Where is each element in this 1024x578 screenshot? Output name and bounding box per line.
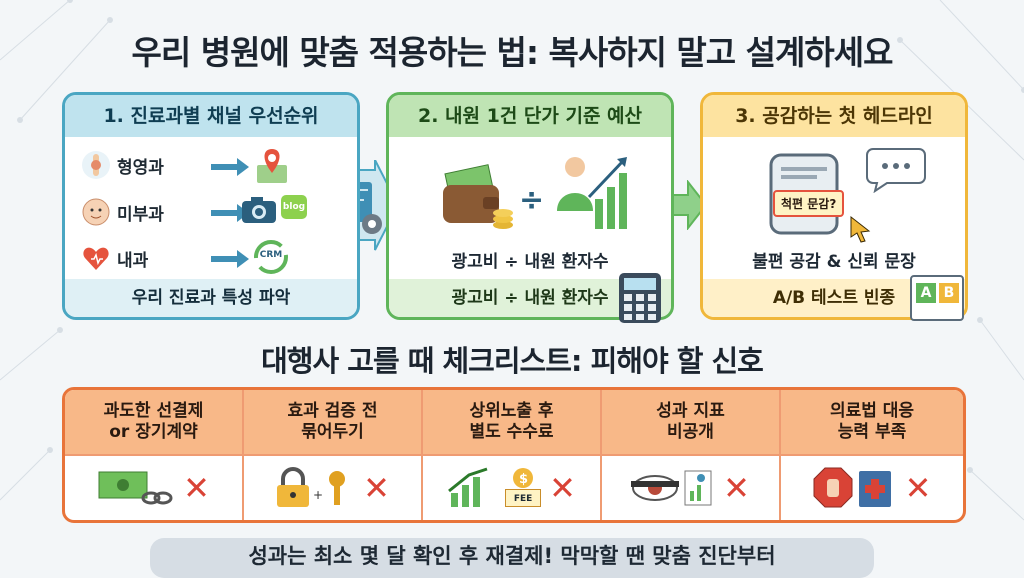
card-header: 2. 내원 1건 단가 기준 예산: [389, 95, 671, 137]
chat-bubble-icon: [866, 148, 926, 193]
item-line2: 능력 부족: [837, 422, 907, 442]
card-footer: 우리 진료과 특성 파악: [65, 279, 357, 317]
fee-chart-icon: $ FEE: [505, 467, 542, 509]
item-line1: 성과 지표: [656, 401, 725, 421]
card-header: 1. 진료과별 채널 우선순위: [65, 95, 357, 137]
page-title: 우리 병원에 맞춤 적용하는 법: 복사하지 말고 설계하세요: [131, 33, 894, 72]
cross-icon: ✕: [723, 469, 750, 507]
department-row-internal: 내과: [81, 243, 148, 273]
crm-cycle-icon: [254, 240, 288, 274]
budget-formula: 광고비 ÷ 내원 환자수: [451, 252, 609, 272]
face-icon: [82, 198, 110, 226]
department-label: 내과: [117, 250, 149, 271]
card-channel-priority: 1. 진료과별 채널 우선순위 형영과 미부과 blog 내과: [62, 92, 360, 320]
item-line1: 과도한 선결제: [103, 401, 204, 421]
headline-bubble: 척편 문감?: [773, 190, 845, 217]
patient-growth-icon: [557, 157, 627, 229]
item-line1: 효과 검증 전: [287, 401, 378, 421]
wallet-money-icon: [443, 164, 513, 229]
ab-test-icon: A B: [910, 275, 964, 321]
cursor-icon: [850, 215, 871, 243]
calculator-icon: [619, 273, 661, 323]
department-row-ortho: 형영과: [81, 150, 164, 180]
lock-key-icon: +: [277, 467, 346, 507]
checklist-title: 대행사 고를 때 체크리스트: 피해야 할 신호: [261, 344, 764, 378]
blog-badge: blog: [281, 195, 307, 219]
item-line2: 묶어두기: [301, 422, 364, 442]
department-row-derma: 미부과: [81, 197, 164, 227]
arrow-right-icon: [211, 250, 249, 268]
ab-label-a: A: [916, 283, 936, 303]
map-pin-icon: [257, 149, 287, 183]
ab-label-b: B: [939, 283, 959, 303]
cross-icon: ✕: [183, 469, 210, 507]
arrow-right-icon: [211, 158, 249, 176]
divide-icon: ÷: [519, 183, 545, 218]
cross-icon: ✕: [363, 469, 390, 507]
heart-stethoscope-icon: [83, 247, 109, 270]
item-line2: 비공개: [667, 422, 714, 442]
department-label: 형영과: [117, 157, 164, 178]
arrow-right-icon: [211, 204, 249, 222]
svg-text:+: +: [313, 488, 323, 502]
card-header: 3. 공감하는 첫 헤드라인: [703, 95, 965, 137]
growth-chart-icon: [448, 467, 488, 507]
cross-icon: ✕: [904, 469, 932, 507]
item-line1: 의료법 대응: [829, 401, 915, 421]
cross-icon: ✕: [549, 469, 576, 507]
department-label: 미부과: [117, 204, 164, 225]
blind-eye-icon: [631, 470, 712, 506]
fee-badge: FEE: [505, 489, 542, 507]
headline-caption: 불편 공감 & 신뢰 문장: [752, 252, 916, 272]
svg-text:$: $: [519, 472, 528, 487]
item-line2: 별도 수수료: [469, 422, 554, 442]
item-line2: or 장기계약: [109, 422, 198, 442]
footer-banner: 성과는 최소 몇 달 확인 후 재결제! 막막할 땐 맞춤 진단부터: [150, 538, 874, 578]
stop-law-icon: [813, 467, 891, 508]
item-line1: 상위노출 후: [469, 401, 554, 421]
camera-icon: [242, 197, 276, 223]
crm-label: CRM: [259, 250, 283, 260]
bone-joint-icon: [82, 151, 110, 179]
money-chain-icon: [98, 471, 173, 505]
coin-icon: $: [513, 468, 534, 488]
